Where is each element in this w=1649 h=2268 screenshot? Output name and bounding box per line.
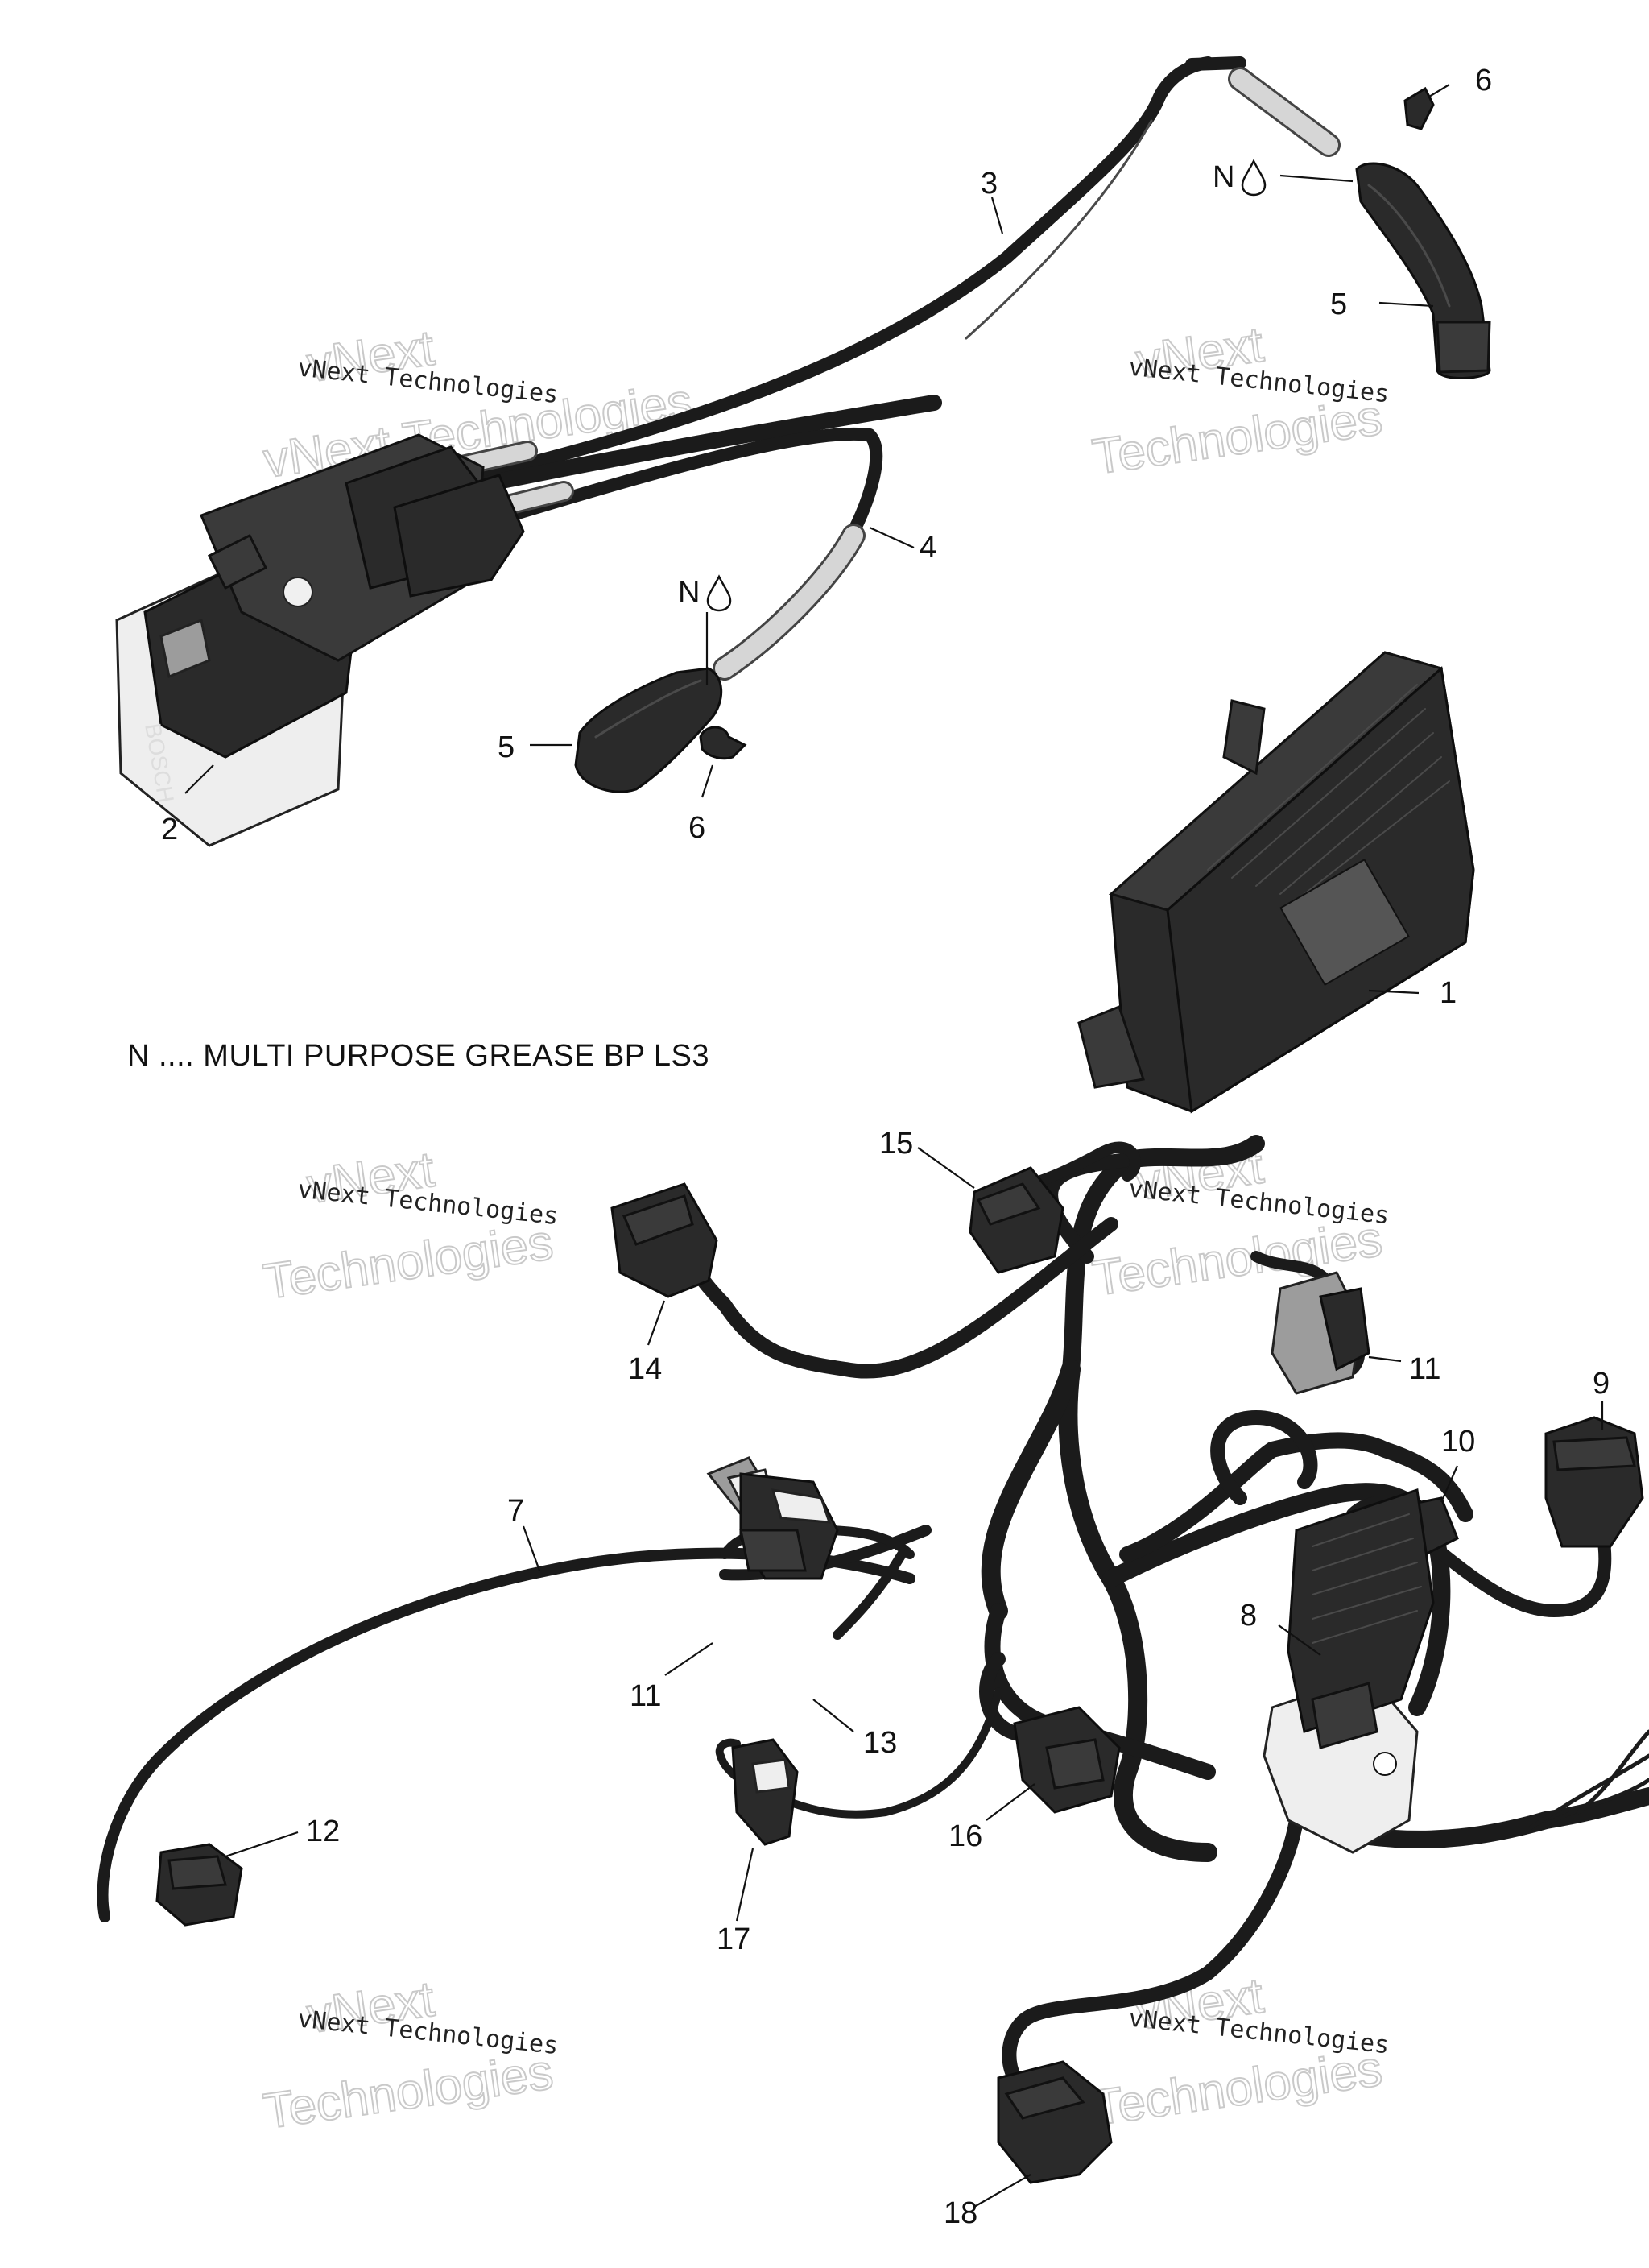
connector-16 bbox=[1013, 1706, 1121, 1814]
watermark-bottom-left: vNext Technologies vNext Technologies bbox=[259, 1971, 560, 2141]
connector-18 bbox=[997, 2060, 1113, 2184]
callout-14: 14 bbox=[628, 1352, 662, 1386]
callout-13: 13 bbox=[863, 1726, 897, 1760]
callout-5-mid: 5 bbox=[498, 730, 515, 764]
callout-2: 2 bbox=[161, 813, 178, 846]
connector-17 bbox=[731, 1738, 799, 1846]
grease-symbol-mid: N bbox=[678, 574, 732, 612]
grease-symbol-top: N bbox=[1213, 159, 1267, 197]
callout-7: 7 bbox=[507, 1494, 524, 1528]
spring-clip-bottom bbox=[699, 726, 747, 760]
svg-text:N: N bbox=[678, 576, 700, 610]
spark-plug-cap-left bbox=[574, 667, 723, 793]
callout-6-top: 6 bbox=[1475, 64, 1492, 97]
svg-text:N: N bbox=[1213, 160, 1234, 194]
spring-clip-top bbox=[1403, 86, 1435, 130]
connector-14 bbox=[610, 1182, 718, 1298]
connector-15 bbox=[969, 1166, 1064, 1274]
callout-5-top: 5 bbox=[1330, 288, 1347, 321]
connector-12 bbox=[155, 1843, 243, 1927]
callout-11-upper: 11 bbox=[1409, 1352, 1440, 1386]
callout-12: 12 bbox=[306, 1815, 340, 1848]
grease-note: N .... MULTI PURPOSE GREASE BP LS3 bbox=[127, 1039, 709, 1073]
leader-lines bbox=[184, 84, 1604, 2208]
watermark-mid-left: vNext Technologies vNext Technologies bbox=[259, 1141, 560, 1311]
grease-drop-icon bbox=[706, 574, 732, 612]
svg-text:Technologies: Technologies bbox=[260, 2044, 556, 2140]
grease-drop-icon bbox=[1241, 159, 1267, 197]
callout-9: 9 bbox=[1593, 1367, 1610, 1401]
watermark-top-right: vNext Technologies vNext Technologies bbox=[1089, 316, 1391, 486]
connector-13 bbox=[739, 1472, 839, 1580]
callout-6-mid: 6 bbox=[688, 811, 705, 845]
svg-text:Technologies: Technologies bbox=[260, 1215, 556, 1310]
svg-text:Technologies: Technologies bbox=[1089, 2041, 1386, 2137]
connector-8 bbox=[1263, 1488, 1435, 1854]
connector-9 bbox=[1544, 1416, 1644, 1548]
connector-11-upper bbox=[1271, 1271, 1370, 1395]
callout-15: 15 bbox=[879, 1127, 913, 1161]
callout-11-lower: 11 bbox=[630, 1679, 661, 1713]
callout-1: 1 bbox=[1440, 976, 1457, 1010]
callout-10: 10 bbox=[1441, 1425, 1475, 1459]
callout-8: 8 bbox=[1240, 1599, 1257, 1633]
callout-3: 3 bbox=[981, 167, 998, 201]
callout-17: 17 bbox=[717, 1922, 750, 1956]
ignition-coil-assembly: BOSCH bbox=[115, 56, 1341, 847]
callout-16: 16 bbox=[948, 1819, 982, 1853]
callout-labels: 1 2 3 4 5 5 6 6 7 8 9 10 11 11 12 13 14 … bbox=[161, 64, 1610, 2230]
svg-text:Technologies: Technologies bbox=[1089, 390, 1386, 486]
callout-4: 4 bbox=[920, 531, 936, 565]
main-wiring-harness bbox=[97, 1135, 1649, 2085]
ecm-module bbox=[1077, 651, 1475, 1114]
spark-plug-cap-right bbox=[1355, 162, 1491, 379]
callout-18: 18 bbox=[944, 2196, 977, 2230]
